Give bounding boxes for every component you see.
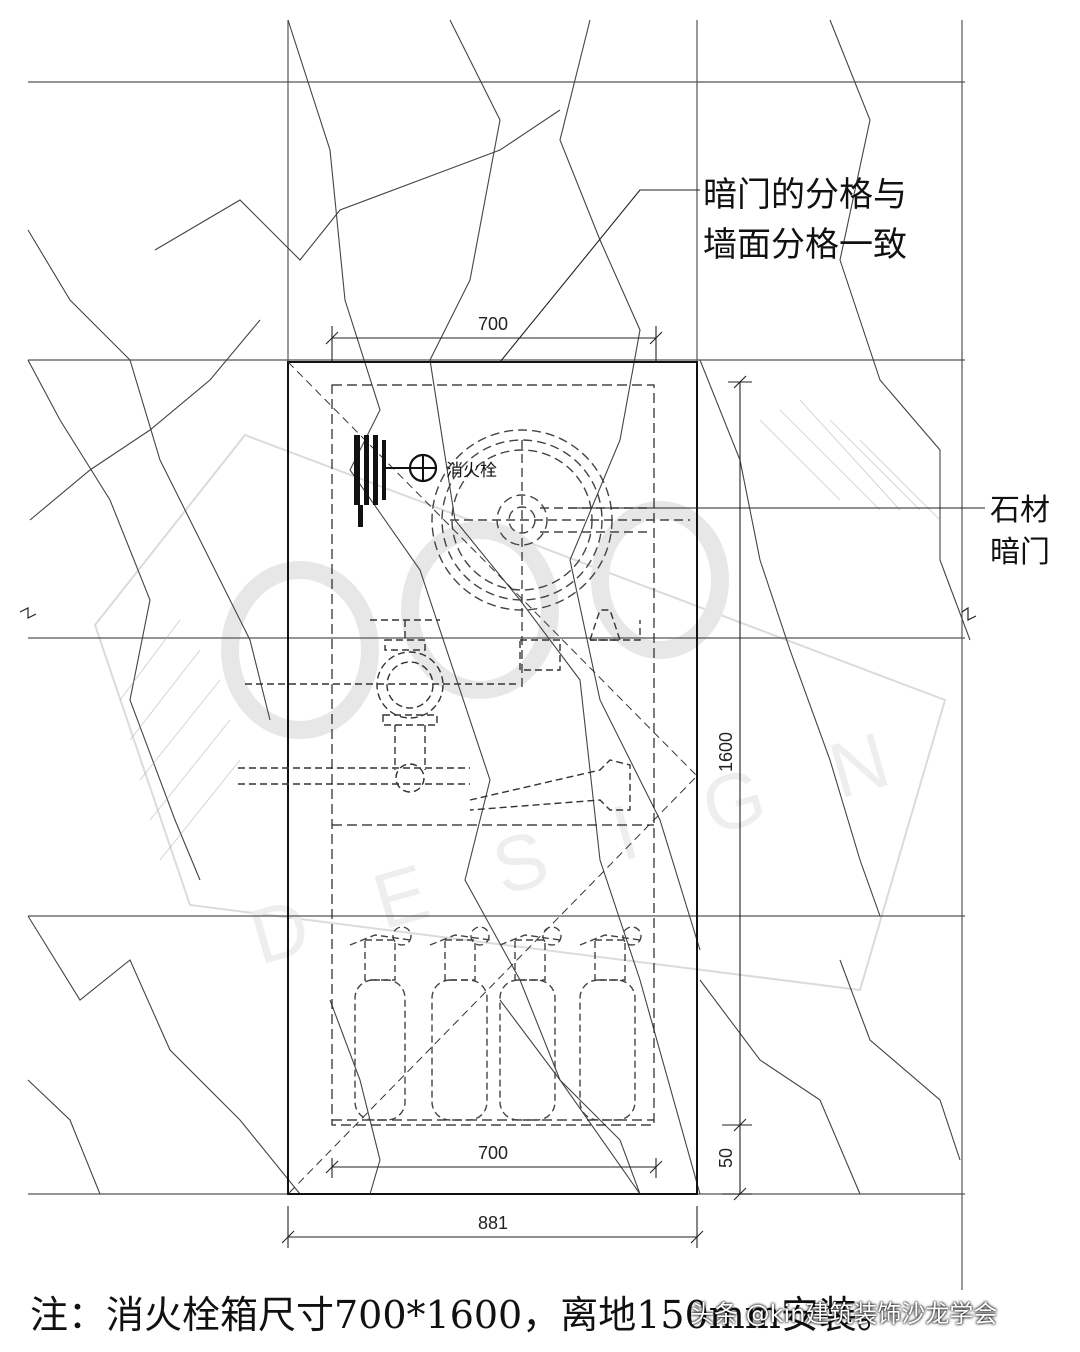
hose-reel-icon — [431, 429, 690, 690]
hydrant-symbol-icon — [354, 435, 438, 527]
extinguisher-icon-1 — [349, 926, 412, 1121]
dim-height-1600: 1600 — [716, 732, 736, 772]
dim-floor-50: 50 — [716, 1148, 736, 1168]
extinguisher-icon-4 — [579, 926, 642, 1121]
partition-note-line2: 墙面分格一致 — [703, 225, 907, 265]
design-watermark-logo: DESIGN — [93, 433, 967, 992]
cabinet-outline — [331, 384, 655, 1126]
stone-door-label-line2: 暗门 — [990, 535, 1050, 570]
break-marks — [19, 606, 977, 621]
dim-bottom-700: 700 — [478, 1143, 508, 1163]
hydrant-label: 消火栓 — [446, 461, 497, 481]
logo-hatch — [119, 399, 941, 861]
source-watermark: 头条 @kin建筑装饰沙龙学会 — [690, 1300, 998, 1328]
extinguisher-icon-3 — [499, 926, 562, 1121]
stone-vein-lines — [27, 19, 971, 1195]
fire-extinguishers — [349, 926, 642, 1121]
footer-note: 注：消火栓箱尺寸700*1600，离地150mm安装。 — [30, 1293, 895, 1337]
dim-top-700: 700 — [478, 314, 508, 334]
stone-door-label-line1: 石材 — [990, 493, 1050, 528]
nozzle-icon — [469, 609, 641, 811]
dim-overall-881: 881 — [478, 1213, 508, 1233]
door-swing-lines — [287, 361, 698, 1195]
valve-assembly-icon — [238, 619, 520, 793]
leader-lines — [499, 189, 985, 509]
dimension-lines — [281, 326, 752, 1248]
partition-note-line1: 暗门的分格与 — [703, 175, 907, 215]
design-watermark-text: DESIGN — [240, 695, 967, 981]
extinguisher-icon-2 — [429, 926, 491, 1121]
stone-door-frame — [287, 361, 698, 1195]
